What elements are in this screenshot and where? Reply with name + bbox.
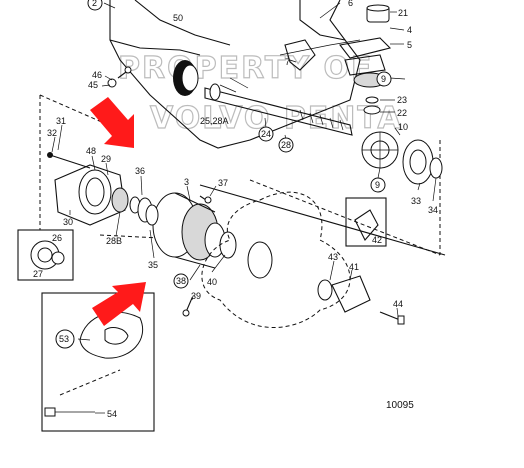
watermark-line-1: PROPERTY OF bbox=[118, 51, 373, 86]
gearcase-housing bbox=[109, 0, 361, 149]
label-40: 40 bbox=[207, 277, 217, 287]
label-21: 21 bbox=[398, 8, 408, 18]
label-27: 27 bbox=[33, 269, 43, 279]
prop-nut bbox=[317, 275, 405, 325]
label-35: 35 bbox=[148, 260, 158, 270]
watermark: PROPERTY OF VOLVO PENTA bbox=[117, 50, 401, 136]
propeller-shaft bbox=[204, 83, 353, 136]
red-arrow-up-right-icon bbox=[92, 282, 146, 326]
label-31: 31 bbox=[56, 116, 66, 126]
red-arrow-down-right-icon bbox=[90, 97, 134, 148]
label-41: 41 bbox=[349, 262, 359, 272]
label-3: 3 bbox=[184, 177, 189, 187]
figure-number: 10095 bbox=[386, 400, 414, 411]
label-10: 10 bbox=[398, 122, 408, 132]
label-9-lower: 9 bbox=[375, 180, 380, 190]
propeller-outline bbox=[201, 191, 351, 328]
label-4: 4 bbox=[407, 25, 412, 35]
inset-plug bbox=[345, 197, 387, 247]
label-6: 6 bbox=[348, 0, 353, 8]
inset-lockwasher bbox=[17, 229, 74, 281]
anode-inset bbox=[41, 292, 155, 432]
label-22: 22 bbox=[397, 108, 407, 118]
label-28b: 28B bbox=[106, 236, 122, 246]
label-7: 7 bbox=[285, 57, 290, 67]
label-30: 30 bbox=[63, 217, 73, 227]
label-29: 29 bbox=[101, 154, 111, 164]
label-circles bbox=[55, 0, 392, 349]
label-39: 39 bbox=[191, 291, 201, 301]
label-42: 42 bbox=[372, 235, 382, 245]
label-43: 43 bbox=[328, 252, 338, 262]
label-32: 32 bbox=[47, 128, 57, 138]
label-37: 37 bbox=[218, 178, 228, 188]
label-25-28a: 25,28A bbox=[200, 116, 229, 126]
label-33: 33 bbox=[411, 196, 421, 206]
label-28: 28 bbox=[281, 140, 291, 150]
label-24: 24 bbox=[261, 129, 271, 139]
label-45: 45 bbox=[88, 80, 98, 90]
forward-gear bbox=[361, 131, 443, 185]
label-34: 34 bbox=[428, 205, 438, 215]
bearing-carrier bbox=[145, 192, 237, 269]
label-38: 38 bbox=[176, 276, 186, 286]
label-9-upper: 9 bbox=[381, 74, 386, 84]
label-53: 53 bbox=[59, 334, 69, 344]
label-23: 23 bbox=[397, 95, 407, 105]
label-46: 46 bbox=[92, 70, 102, 80]
bearing-housing bbox=[47, 152, 153, 226]
label-48: 48 bbox=[86, 146, 96, 156]
leader-lines bbox=[51, 2, 437, 414]
label-36: 36 bbox=[135, 166, 145, 176]
label-44: 44 bbox=[393, 299, 403, 309]
bolts bbox=[182, 195, 212, 317]
label-54: 54 bbox=[107, 409, 117, 419]
label-2: 2 bbox=[92, 0, 97, 8]
label-50: 50 bbox=[173, 13, 183, 23]
part-labels: 2 50 6 21 4 5 7 46 45 9 23 22 25,28A 24 … bbox=[33, 0, 438, 419]
label-5: 5 bbox=[407, 40, 412, 50]
label-26: 26 bbox=[52, 233, 62, 243]
